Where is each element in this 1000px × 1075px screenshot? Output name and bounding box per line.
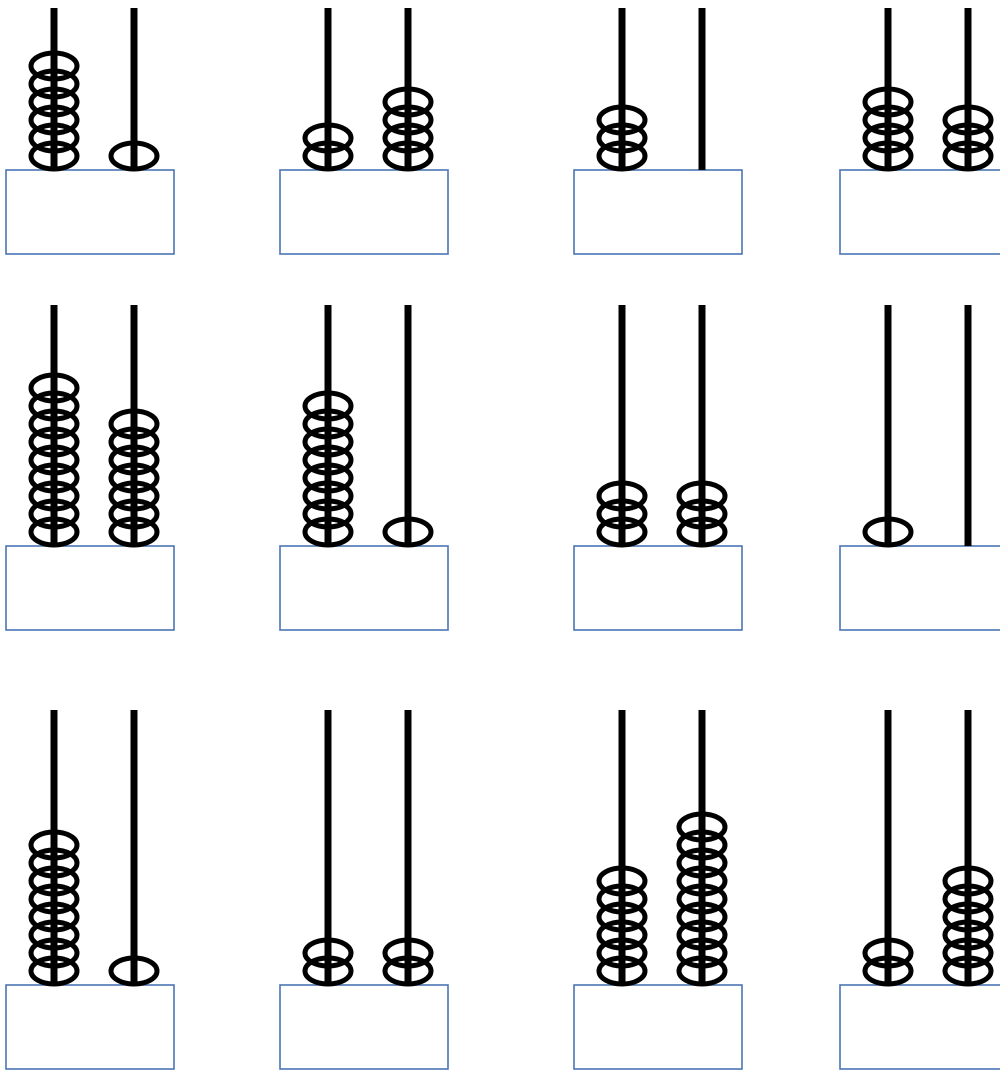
abacus (574, 305, 742, 630)
answer-box[interactable] (6, 546, 174, 630)
answer-box[interactable] (6, 170, 174, 254)
abacus (574, 710, 742, 1069)
abacus (280, 710, 448, 1069)
abacus (280, 8, 448, 254)
answer-box[interactable] (840, 170, 1000, 254)
abacus (280, 305, 448, 630)
answer-box[interactable] (574, 170, 742, 254)
answer-box[interactable] (840, 546, 1000, 630)
answer-box[interactable] (280, 170, 448, 254)
abacus (6, 305, 174, 630)
abacus (840, 305, 1000, 630)
abacus (574, 8, 742, 254)
answer-box[interactable] (280, 985, 448, 1069)
answer-box[interactable] (280, 546, 448, 630)
abacus (6, 8, 174, 254)
answer-box[interactable] (840, 985, 1000, 1069)
answer-box[interactable] (574, 985, 742, 1069)
abacus (840, 710, 1000, 1069)
abacus (840, 8, 1000, 254)
answer-box[interactable] (6, 985, 174, 1069)
answer-box[interactable] (574, 546, 742, 630)
abacus (6, 710, 174, 1069)
